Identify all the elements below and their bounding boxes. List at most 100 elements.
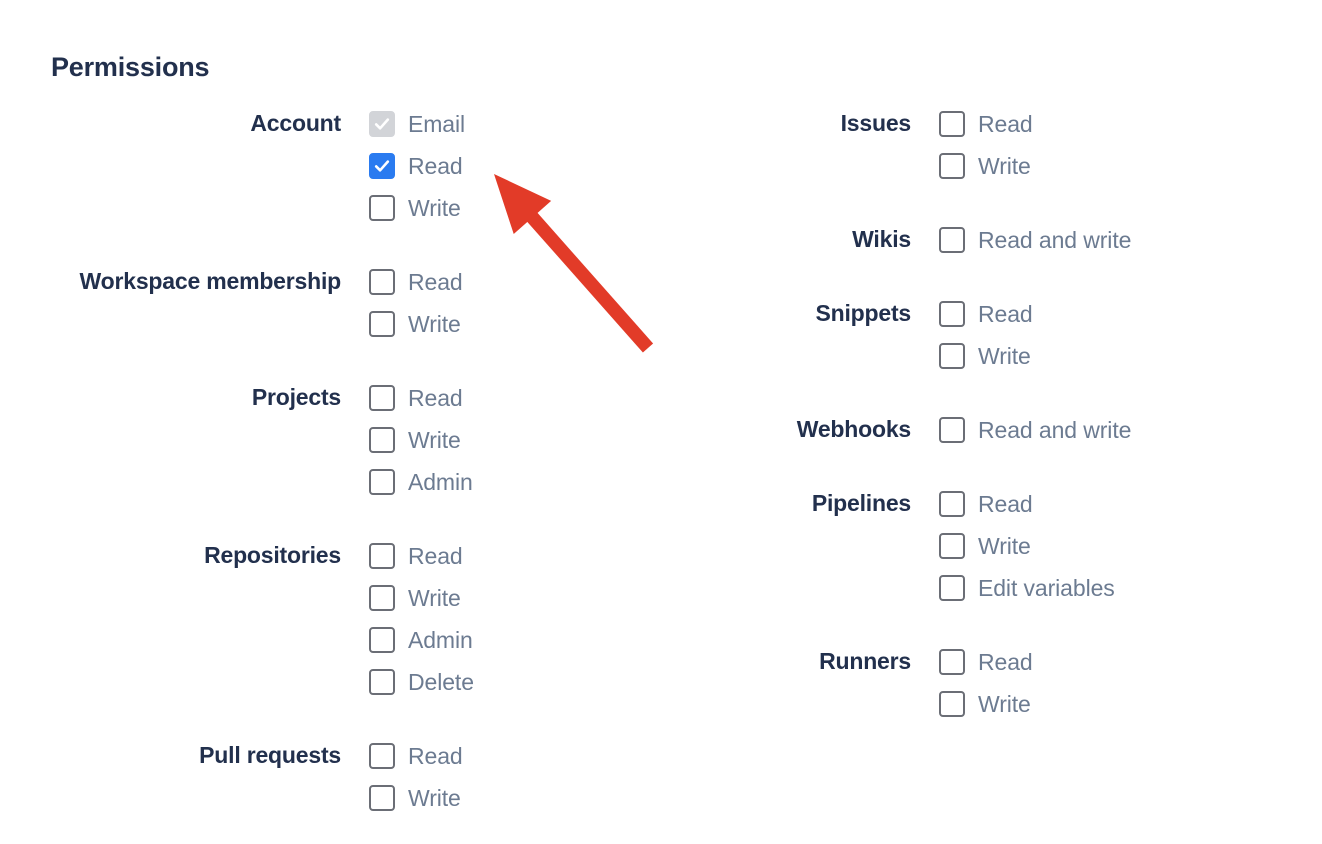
checkbox-projects-read[interactable] bbox=[369, 385, 395, 411]
permission-option-label: Write bbox=[408, 195, 461, 221]
checkbox-pipelines-edit-variables[interactable] bbox=[939, 575, 965, 601]
permission-option-row[interactable]: Write bbox=[939, 683, 1322, 725]
permission-option-label: Edit variables bbox=[978, 575, 1115, 601]
permission-option-label: Admin bbox=[408, 469, 473, 495]
checkbox-repositories-delete[interactable] bbox=[369, 669, 395, 695]
permission-option-row[interactable]: Write bbox=[369, 303, 660, 345]
permission-option-row[interactable]: Read bbox=[369, 535, 660, 577]
permission-option-label: Write bbox=[408, 311, 461, 337]
checkbox-repositories-admin[interactable] bbox=[369, 627, 395, 653]
permission-option-row[interactable]: Read bbox=[369, 735, 660, 777]
checkbox-webhooks-read-and-write[interactable] bbox=[939, 417, 965, 443]
checkbox-account-write[interactable] bbox=[369, 195, 395, 221]
permission-option-row[interactable]: Read bbox=[939, 103, 1322, 145]
checkbox-issues-read[interactable] bbox=[939, 111, 965, 137]
permission-option-row[interactable]: Write bbox=[369, 419, 660, 461]
page-title: Permissions bbox=[51, 52, 210, 82]
permission-option-row[interactable]: Write bbox=[939, 145, 1322, 187]
checkbox-snippets-write[interactable] bbox=[939, 343, 965, 369]
checkbox-repositories-write[interactable] bbox=[369, 585, 395, 611]
checkbox-repositories-read[interactable] bbox=[369, 543, 395, 569]
permission-option-label: Read bbox=[408, 269, 463, 295]
permission-option-row[interactable]: Write bbox=[939, 335, 1322, 377]
permission-option-label: Read bbox=[978, 491, 1033, 517]
permission-option-row[interactable]: Write bbox=[369, 187, 660, 229]
checkbox-pipelines-read[interactable] bbox=[939, 491, 965, 517]
checkbox-projects-write[interactable] bbox=[369, 427, 395, 453]
permission-option-row[interactable]: Read bbox=[939, 483, 1322, 525]
permission-option-row[interactable]: Write bbox=[369, 577, 660, 619]
permission-option-label: Email bbox=[408, 111, 466, 137]
permission-option-label: Admin bbox=[408, 627, 473, 653]
permission-option-row[interactable]: Read and write bbox=[939, 219, 1322, 261]
permission-option-label: Write bbox=[408, 427, 461, 453]
permission-option-row[interactable]: Read bbox=[369, 261, 660, 303]
permission-group-label: Repositories bbox=[204, 542, 341, 568]
permission-option-row[interactable]: Delete bbox=[369, 661, 660, 703]
permission-option-row[interactable]: Read bbox=[369, 145, 660, 187]
permission-group-label: Snippets bbox=[815, 300, 911, 326]
permission-option-label: Write bbox=[978, 153, 1031, 179]
checkbox-wikis-read-and-write[interactable] bbox=[939, 227, 965, 253]
checkbox-workspace-membership-write[interactable] bbox=[369, 311, 395, 337]
checkbox-workspace-membership-read[interactable] bbox=[369, 269, 395, 295]
permission-group-label: Pipelines bbox=[811, 490, 911, 516]
permission-option-label: Write bbox=[408, 585, 461, 611]
permission-option-row[interactable]: Write bbox=[939, 525, 1322, 567]
checkbox-issues-write[interactable] bbox=[939, 153, 965, 179]
checkbox-account-read[interactable] bbox=[369, 153, 395, 179]
checkbox-pipelines-write[interactable] bbox=[939, 533, 965, 559]
permission-group-label: Account bbox=[250, 110, 341, 136]
permission-option-row[interactable]: Read bbox=[369, 377, 660, 419]
permission-option-label: Read bbox=[978, 301, 1033, 327]
permission-group-label: Runners bbox=[819, 648, 911, 674]
permission-option-label: Read bbox=[978, 649, 1033, 675]
permission-group-label: Pull requests bbox=[199, 742, 341, 768]
permission-option-label: Read and write bbox=[978, 227, 1132, 253]
permission-option-row[interactable]: Admin bbox=[369, 461, 660, 503]
permission-option-row[interactable]: Read bbox=[939, 641, 1322, 683]
permission-option-label: Read bbox=[408, 153, 463, 179]
check-icon bbox=[374, 118, 390, 130]
permission-option-row[interactable]: Read bbox=[939, 293, 1322, 335]
permission-group-label: Webhooks bbox=[796, 416, 911, 442]
permission-options: Read and write bbox=[911, 409, 1322, 451]
permission-option-label: Read and write bbox=[978, 417, 1132, 443]
permission-option-row[interactable]: Admin bbox=[369, 619, 660, 661]
permission-option-row[interactable]: Write bbox=[369, 777, 660, 819]
checkbox-snippets-read[interactable] bbox=[939, 301, 965, 327]
checkbox-pull-requests-read[interactable] bbox=[369, 743, 395, 769]
checkbox-projects-admin[interactable] bbox=[369, 469, 395, 495]
permission-option-label: Read bbox=[408, 543, 463, 569]
permission-option-row[interactable]: Read and write bbox=[939, 409, 1322, 451]
permission-option-label: Write bbox=[978, 343, 1031, 369]
permission-option-label: Read bbox=[408, 743, 463, 769]
checkbox-pull-requests-write[interactable] bbox=[369, 785, 395, 811]
permission-option-row[interactable]: Edit variables bbox=[939, 567, 1322, 609]
permission-option-row[interactable]: Email bbox=[369, 103, 660, 145]
checkbox-runners-write[interactable] bbox=[939, 691, 965, 717]
permission-option-label: Write bbox=[978, 533, 1031, 559]
check-icon bbox=[374, 160, 390, 172]
checkbox-runners-read[interactable] bbox=[939, 649, 965, 675]
permission-group-label: Issues bbox=[840, 110, 912, 136]
permission-option-label: Write bbox=[408, 785, 461, 811]
permission-option-label: Delete bbox=[408, 669, 474, 695]
